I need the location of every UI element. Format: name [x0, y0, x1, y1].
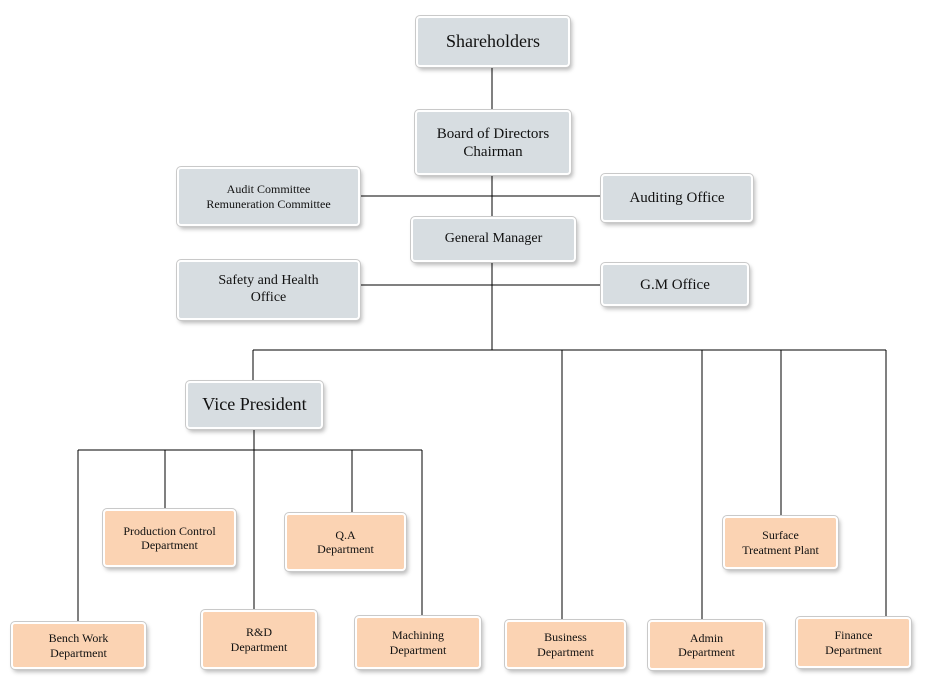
- node-label-line: Machining: [392, 628, 444, 643]
- node-label-line: Department: [389, 642, 447, 657]
- node-label-line: Department: [825, 642, 882, 657]
- node-label-line: Finance: [834, 628, 873, 643]
- node-label-line: Safety and Health: [218, 273, 319, 289]
- node-label-line: General Manager: [444, 231, 543, 247]
- node-label-line: Vice President: [202, 394, 307, 415]
- node-label-line: Bench Work: [48, 631, 109, 646]
- gm-office-box: G.M Office: [601, 263, 749, 306]
- node-label-line: Board of Directors: [436, 125, 550, 142]
- vice-president-box: Vice President: [186, 381, 323, 429]
- node-label-line: Treatment Plant: [742, 542, 819, 557]
- node-label-line: Department: [50, 645, 107, 660]
- node-label-line: Auditing Office: [629, 190, 725, 206]
- node-label-line: Q.A: [335, 527, 356, 542]
- node-label-line: Chairman: [463, 143, 523, 160]
- node-label-line: Admin: [689, 630, 724, 645]
- node-label-line: Department: [141, 538, 198, 552]
- shareholders-box: Shareholders: [416, 16, 570, 67]
- node-label-line: Audit Committee: [226, 182, 311, 197]
- general-manager-box: General Manager: [411, 217, 576, 262]
- node-label-line: Department: [678, 645, 735, 659]
- node-label-line: Department: [317, 542, 374, 556]
- node-label-line: Shareholders: [446, 30, 540, 51]
- auditing-office-box: Auditing Office: [601, 174, 753, 222]
- node-label-line: R&D: [245, 625, 272, 640]
- node-label-line: Production Control: [123, 523, 216, 538]
- node-label-line: Surface: [762, 528, 799, 543]
- node-label-line: Remuneration Committee: [206, 196, 331, 211]
- node-label-line: Department: [537, 644, 594, 659]
- node-label-line: Business: [544, 630, 587, 645]
- node-label-line: Office: [250, 290, 287, 305]
- node-label-line: G.M Office: [640, 276, 710, 293]
- node-label-line: Department: [230, 639, 288, 654]
